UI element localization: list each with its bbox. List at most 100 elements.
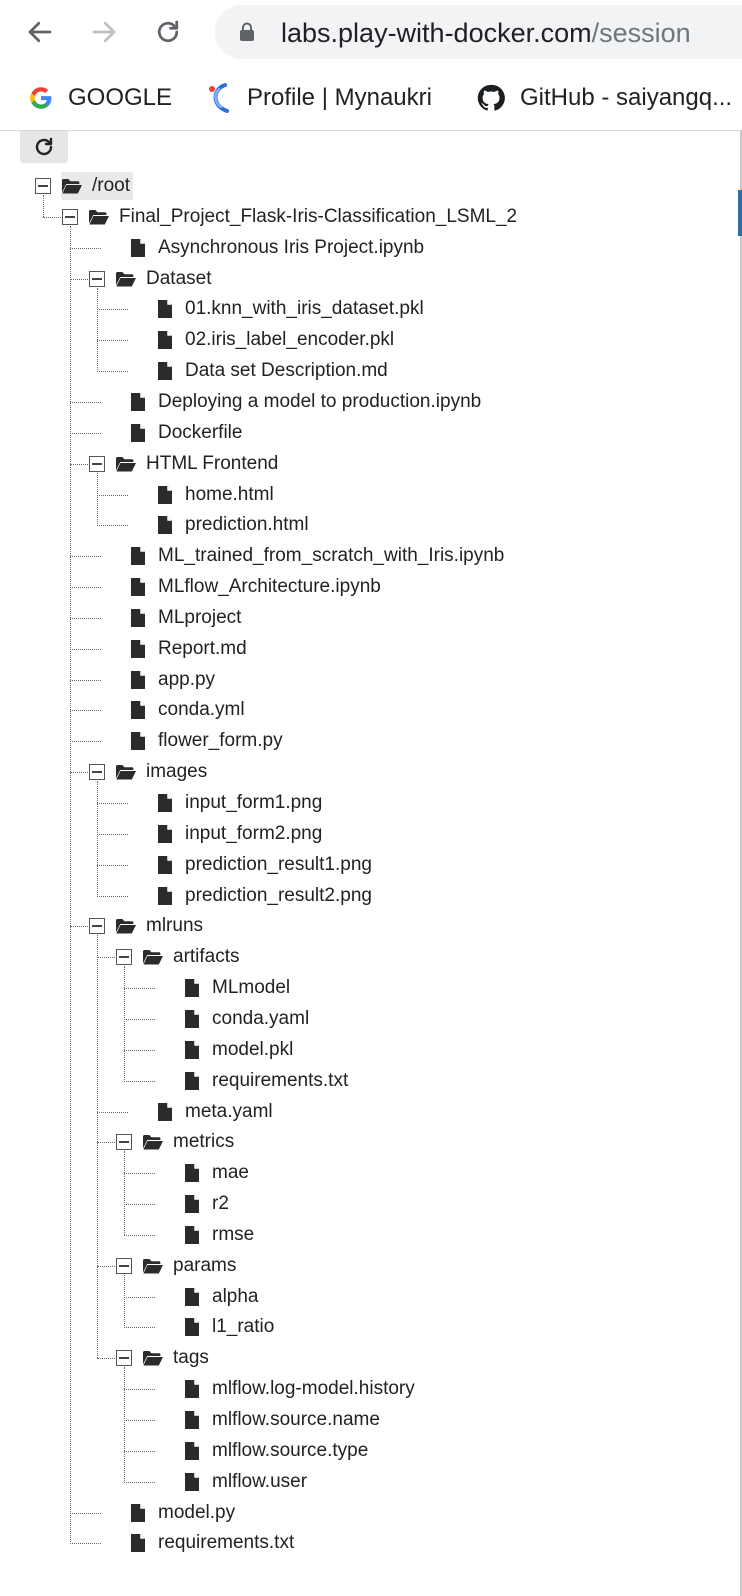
tree-connector (124, 1327, 155, 1328)
collapse-toggle[interactable] (35, 178, 51, 194)
file-node-meta-yaml[interactable]: meta.yaml (154, 1098, 276, 1126)
refresh-tree-button[interactable] (20, 131, 68, 163)
folder-node-tags[interactable]: tags (142, 1344, 212, 1372)
tree-connector (124, 1050, 155, 1051)
bookmarks-bar: GOOGLE Profile | Mynaukri GitHub - saiya… (0, 66, 742, 132)
file-node-requirements-txt[interactable]: requirements.txt (181, 1067, 351, 1095)
reload-button[interactable] (148, 12, 188, 52)
bookmark-google[interactable]: GOOGLE (28, 82, 172, 114)
file-node-home-html[interactable]: home.html (154, 481, 277, 509)
file-node-dockerfile[interactable]: Dockerfile (127, 419, 245, 447)
file-node-deploying-a-model-to-production-ipynb[interactable]: Deploying a model to production.ipynb (127, 388, 484, 416)
collapse-toggle[interactable] (89, 271, 105, 287)
tree-node-label: input_form2.png (185, 823, 323, 844)
folder-node-artifacts[interactable]: artifacts (142, 943, 243, 971)
adjacent-panel-tab[interactable] (738, 190, 742, 236)
file-icon (127, 1531, 149, 1555)
tree-connector (70, 1543, 101, 1544)
tree-node-label: Dataset (146, 268, 212, 289)
bookmark-label: GOOGLE (68, 84, 173, 111)
bookmark-label: Profile | Mynaukri (247, 84, 432, 111)
file-node-input-form2-png[interactable]: input_form2.png (154, 820, 325, 848)
file-node-mlflow-user[interactable]: mlflow.user (181, 1468, 310, 1496)
file-node-mlproject[interactable]: MLproject (127, 604, 244, 632)
tree-connector (97, 803, 128, 804)
folder-node-metrics[interactable]: metrics (142, 1128, 237, 1156)
file-node-mae[interactable]: mae (181, 1159, 252, 1187)
folder-node-final-project-flask-iris-classification-lsml-2[interactable]: Final_Project_Flask-Iris-Classification_… (88, 203, 520, 231)
collapse-toggle[interactable] (116, 1350, 132, 1366)
folder-node-root[interactable]: /root (61, 172, 134, 200)
file-node-model-py[interactable]: model.py (127, 1499, 238, 1527)
browser-toolbar: labs.play-with-docker.com/session (0, 0, 742, 64)
url-text: labs.play-with-docker.com/session (281, 18, 691, 49)
collapse-toggle[interactable] (116, 949, 132, 965)
file-node-prediction-result2-png[interactable]: prediction_result2.png (154, 882, 375, 910)
file-node-alpha[interactable]: alpha (181, 1283, 262, 1311)
tree-guide-line (97, 781, 98, 895)
file-node-mlflow-architecture-ipynb[interactable]: MLflow_Architecture.ipynb (127, 573, 384, 601)
folder-node-mlruns[interactable]: mlruns (115, 912, 206, 940)
file-node-asynchronous-iris-project-ipynb[interactable]: Asynchronous Iris Project.ipynb (127, 234, 427, 262)
file-node-rmse[interactable]: rmse (181, 1221, 257, 1249)
file-icon (127, 421, 149, 445)
file-icon (127, 575, 149, 599)
folder-node-dataset[interactable]: Dataset (115, 265, 214, 293)
tree-connector (97, 495, 128, 496)
tree-node-label: metrics (173, 1131, 235, 1152)
collapse-toggle[interactable] (62, 209, 78, 225)
bookmark-github[interactable]: GitHub - saiyangq... (476, 82, 732, 114)
file-node-requirements-txt[interactable]: requirements.txt (127, 1529, 297, 1557)
folder-node-images[interactable]: images (115, 758, 210, 786)
file-node-prediction-result1-png[interactable]: prediction_result1.png (154, 851, 375, 879)
bookmark-label: GitHub - saiyangq... (520, 84, 733, 111)
naukri-icon (209, 83, 229, 113)
file-icon (181, 1069, 203, 1093)
tree-guide-line (124, 966, 125, 1080)
file-node-01-knn-with-iris-dataset-pkl[interactable]: 01.knn_with_iris_dataset.pkl (154, 295, 427, 323)
tree-node-label: 02.iris_label_encoder.pkl (185, 329, 395, 350)
file-node-conda-yml[interactable]: conda.yml (127, 696, 248, 724)
folder-node-html-frontend[interactable]: HTML Frontend (115, 450, 281, 478)
collapse-toggle[interactable] (116, 1134, 132, 1150)
collapse-toggle[interactable] (89, 456, 105, 472)
file-node-prediction-html[interactable]: prediction.html (154, 511, 312, 539)
file-node-model-pkl[interactable]: model.pkl (181, 1036, 296, 1064)
file-node-conda-yaml[interactable]: conda.yaml (181, 1005, 312, 1033)
folder-open-icon (115, 760, 137, 784)
address-bar[interactable]: labs.play-with-docker.com/session (215, 5, 742, 59)
file-node-r2[interactable]: r2 (181, 1190, 232, 1218)
file-node-input-form1-png[interactable]: input_form1.png (154, 789, 325, 817)
file-icon (127, 1501, 149, 1525)
file-node-mlflow-log-model-history[interactable]: mlflow.log-model.history (181, 1375, 418, 1403)
tree-node-label: input_form1.png (185, 792, 323, 813)
tree-connector (70, 926, 88, 927)
bookmark-naukri[interactable]: Profile | Mynaukri (205, 82, 432, 114)
folder-node-params[interactable]: params (142, 1252, 239, 1280)
file-icon (181, 1315, 203, 1339)
file-node-02-iris-label-encoder-pkl[interactable]: 02.iris_label_encoder.pkl (154, 326, 397, 354)
file-node-app-py[interactable]: app.py (127, 666, 218, 694)
file-node-mlflow-source-type[interactable]: mlflow.source.type (181, 1437, 371, 1465)
file-node-flower-form-py[interactable]: flower_form.py (127, 727, 286, 755)
tree-node-label: Data set Description.md (185, 360, 388, 381)
file-node-l1-ratio[interactable]: l1_ratio (181, 1313, 277, 1341)
file-icon (181, 1007, 203, 1031)
tree-node-label: images (146, 761, 208, 782)
forward-button[interactable] (84, 12, 124, 52)
collapse-toggle[interactable] (116, 1258, 132, 1274)
tree-node-label: Report.md (158, 638, 247, 659)
tree-node-label: prediction.html (185, 514, 309, 535)
file-node-mlmodel[interactable]: MLmodel (181, 974, 293, 1002)
tree-connector (70, 279, 88, 280)
file-node-ml-trained-from-scratch-with-iris-ipynb[interactable]: ML_trained_from_scratch_with_Iris.ipynb (127, 542, 507, 570)
file-node-report-md[interactable]: Report.md (127, 635, 250, 663)
file-node-mlflow-source-name[interactable]: mlflow.source.name (181, 1406, 383, 1434)
file-icon (127, 606, 149, 630)
collapse-toggle[interactable] (89, 918, 105, 934)
folder-open-icon (142, 1254, 164, 1278)
collapse-toggle[interactable] (89, 764, 105, 780)
back-button[interactable] (20, 12, 60, 52)
file-node-data-set-description-md[interactable]: Data set Description.md (154, 357, 391, 385)
